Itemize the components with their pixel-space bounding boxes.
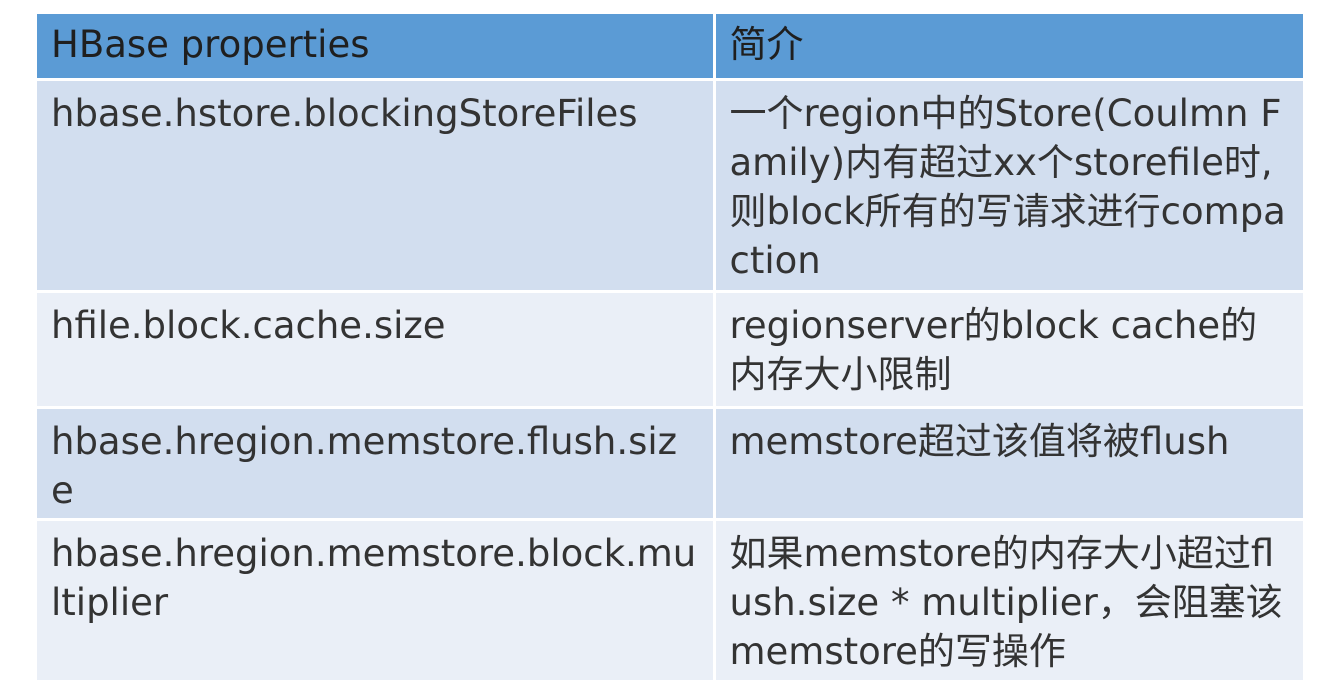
property-description: 如果memstore的内存大小超过flush.size * multiplier…: [712, 518, 1303, 680]
property-name: hbase.hregion.memstore.flush.size: [37, 406, 716, 521]
property-description: 一个region中的Store(Coulmn Family)内有超过xx个sto…: [712, 78, 1303, 293]
property-description: regionserver的block cache的内存大小限制: [712, 290, 1303, 409]
table-row: hbase.hregion.memstore.flush.size memsto…: [37, 406, 1303, 521]
header-hbase-properties: HBase properties: [37, 14, 716, 81]
property-name: hfile.block.cache.size: [37, 290, 716, 409]
property-name: hbase.hstore.blockingStoreFiles: [37, 78, 716, 293]
property-description: memstore超过该值将被flush: [712, 406, 1303, 521]
header-description: 简介: [712, 14, 1303, 81]
table-row: hbase.hstore.blockingStoreFiles 一个region…: [37, 78, 1303, 293]
table-row: hfile.block.cache.size regionserver的bloc…: [37, 290, 1303, 409]
property-name: hbase.hregion.memstore.block.multiplier: [37, 518, 716, 680]
table-row: hbase.hregion.memstore.block.multiplier …: [37, 518, 1303, 680]
hbase-properties-table: HBase properties 简介 hbase.hstore.blockin…: [37, 14, 1303, 680]
table-header-row: HBase properties 简介: [37, 14, 1303, 81]
